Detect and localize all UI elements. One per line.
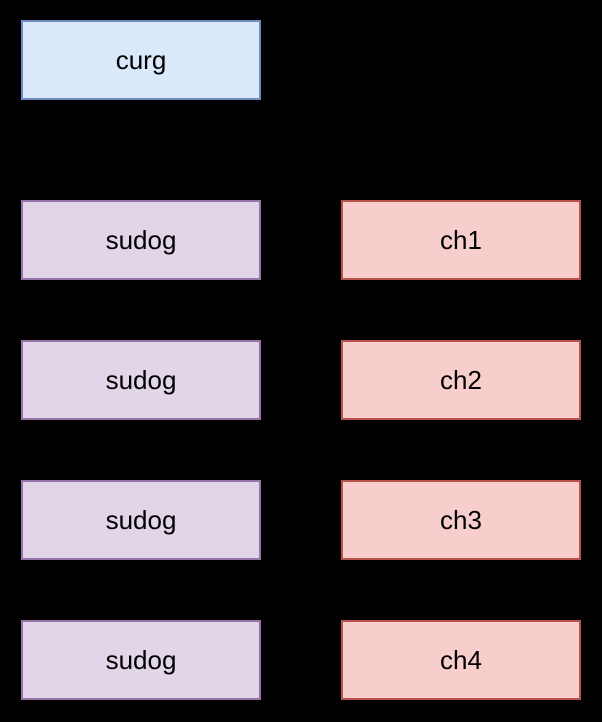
node-sudog-4-label: sudog [105,644,177,675]
node-sudog-1: sudog [21,200,261,280]
node-ch2: ch2 [341,340,581,420]
node-sudog-3: sudog [21,480,261,560]
node-ch4: ch4 [341,620,581,700]
node-curg: curg [21,20,261,100]
node-ch3-label: ch3 [440,504,482,535]
node-ch1-label: ch1 [440,224,482,255]
node-ch4-label: ch4 [440,644,482,675]
node-sudog-2-label: sudog [105,364,177,395]
node-sudog-2: sudog [21,340,261,420]
node-ch3: ch3 [341,480,581,560]
node-sudog-4: sudog [21,620,261,700]
node-sudog-3-label: sudog [105,504,177,535]
node-ch1: ch1 [341,200,581,280]
node-curg-label: curg [115,44,167,75]
node-ch2-label: ch2 [440,364,482,395]
node-sudog-1-label: sudog [105,224,177,255]
